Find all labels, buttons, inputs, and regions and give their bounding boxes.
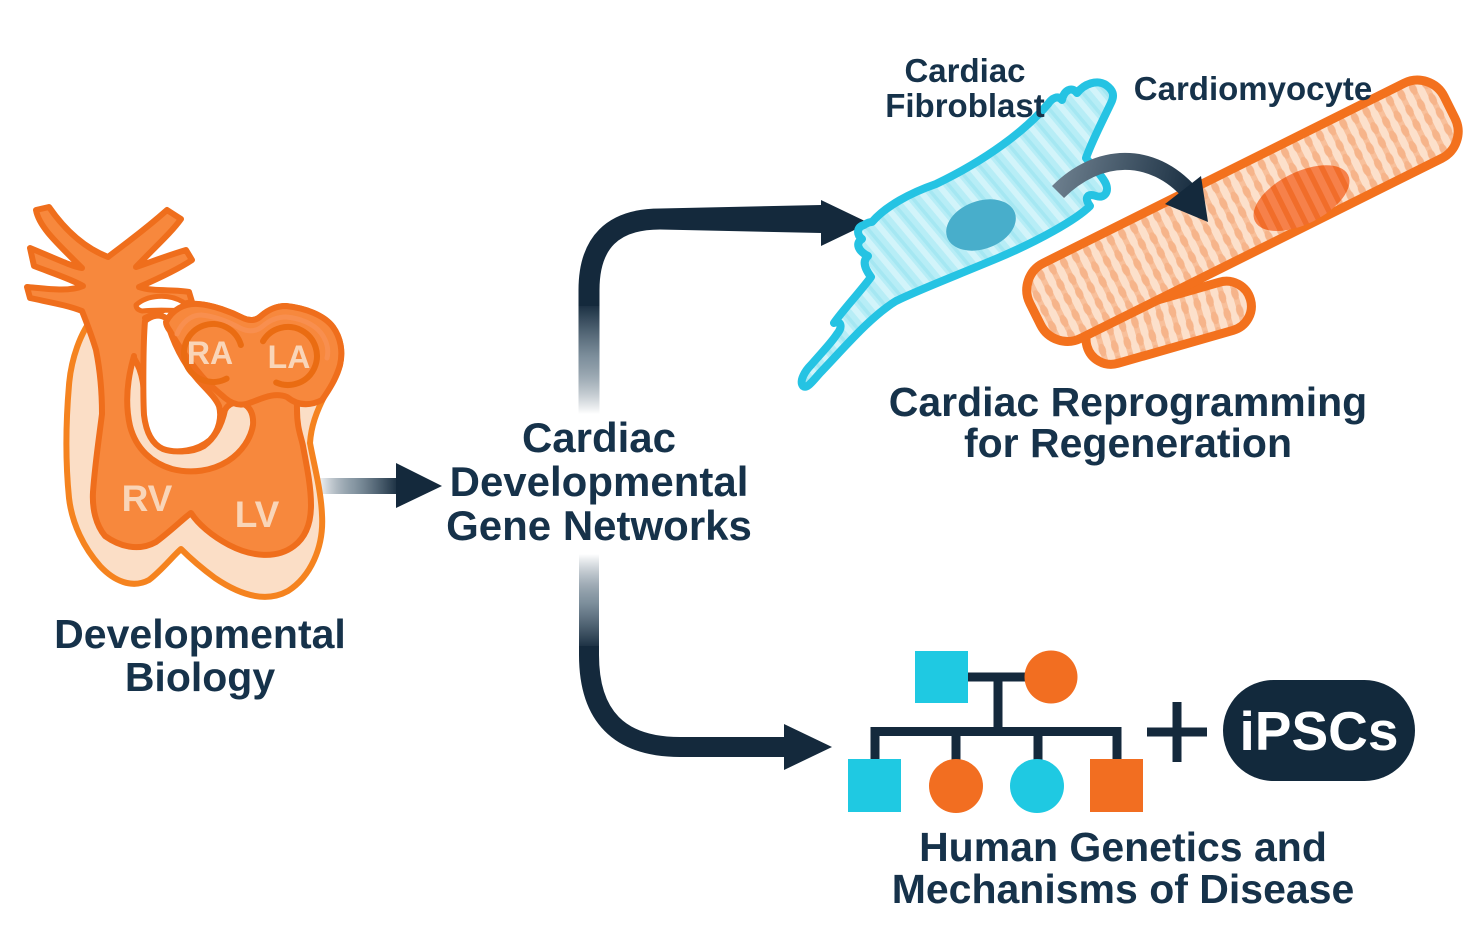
svg-text:Biology: Biology <box>125 654 276 700</box>
svg-text:Cardiac: Cardiac <box>522 414 676 461</box>
svg-text:Cardiac: Cardiac <box>904 52 1025 89</box>
svg-text:LA: LA <box>268 339 311 375</box>
svg-text:for Regeneration: for Regeneration <box>964 420 1292 466</box>
svg-text:LV: LV <box>235 494 280 535</box>
svg-text:iPSCs: iPSCs <box>1240 700 1399 762</box>
svg-text:Cardiomyocyte: Cardiomyocyte <box>1134 70 1372 107</box>
svg-text:Mechanisms of Disease: Mechanisms of Disease <box>892 866 1355 912</box>
svg-text:Cardiac Reprogramming: Cardiac Reprogramming <box>889 379 1367 425</box>
svg-text:Fibroblast: Fibroblast <box>885 87 1045 124</box>
svg-text:Developmental: Developmental <box>54 611 346 657</box>
svg-text:Developmental: Developmental <box>450 458 749 505</box>
svg-text:RA: RA <box>187 335 233 371</box>
svg-text:Human Genetics and: Human Genetics and <box>919 824 1327 870</box>
svg-text:Gene Networks: Gene Networks <box>446 502 752 549</box>
svg-text:RV: RV <box>122 478 173 519</box>
